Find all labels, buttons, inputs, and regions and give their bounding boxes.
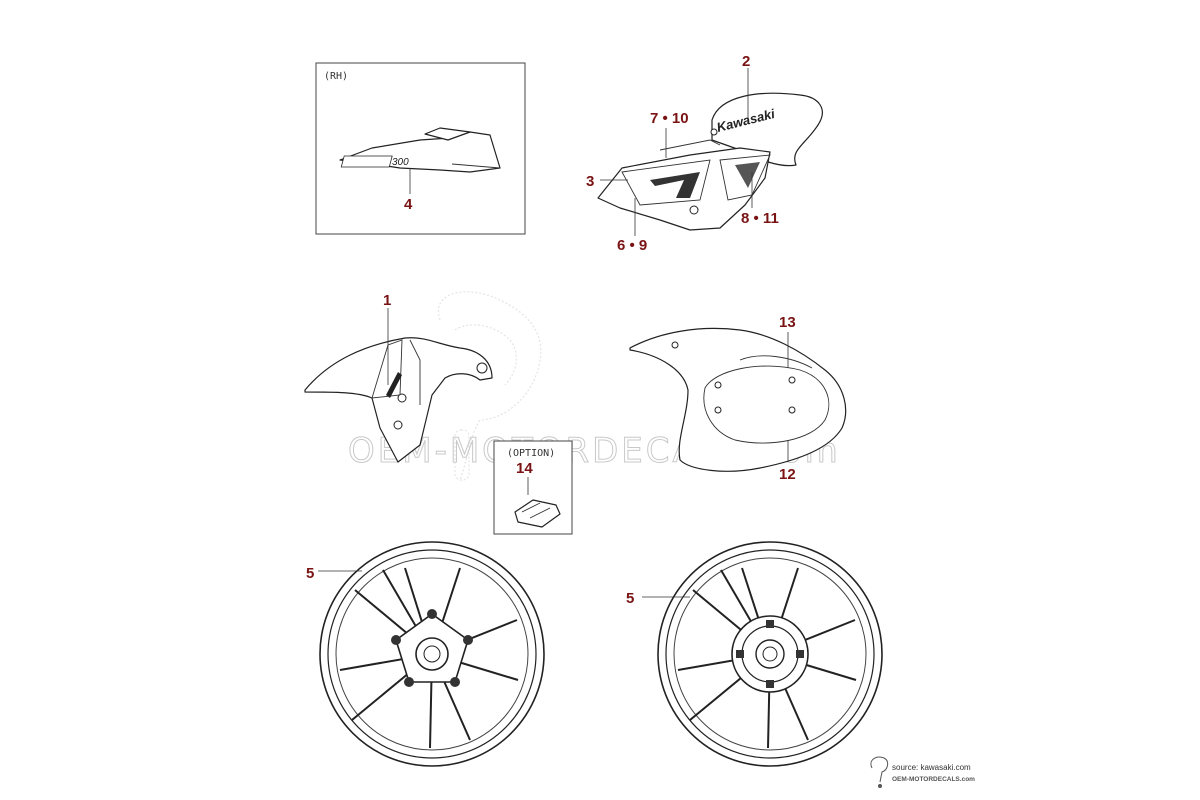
source-line-2: OEM-MOTORDECALS.com (892, 776, 975, 783)
callout-2: 2 (742, 53, 750, 70)
seat-cowl: 13 12 (629, 314, 847, 483)
callout-6-9: 6 • 9 (617, 237, 647, 254)
callout-13: 13 (779, 314, 796, 331)
callout-12: 12 (779, 466, 796, 483)
callout-3: 3 (586, 173, 594, 190)
callout-5-front: 5 (306, 565, 314, 582)
source-line-1: source: kawasaki.com (892, 763, 971, 772)
rear-wheel: 5 (626, 541, 883, 767)
option-bracket (514, 499, 561, 528)
callout-1: 1 (383, 292, 391, 309)
callout-14: 14 (516, 460, 533, 477)
source-logo-icon (870, 756, 889, 788)
callout-8-11: 8 • 11 (741, 210, 779, 227)
rh-panel-box: (RH) 300 4 (315, 62, 526, 235)
option-box: (OPTION) 14 (493, 440, 573, 535)
option-label: (OPTION) (507, 448, 555, 459)
side-cover-rh: 300 (339, 127, 501, 173)
callout-7-10: 7 • 10 (650, 110, 689, 127)
callout-4: 4 (404, 196, 413, 213)
source-credit: source: kawasaki.com OEM-MOTORDECALS.com (870, 756, 975, 788)
tank-shroud-assembly: Kawasaki 2 3 7 • 10 6 • 9 8 • 11 (586, 53, 823, 254)
callout-5-rear: 5 (626, 590, 634, 607)
front-fender: 1 (304, 292, 493, 463)
rh-label: (RH) (324, 71, 348, 82)
model-300-decal: 300 (340, 155, 409, 168)
front-wheel: 5 (306, 541, 545, 767)
model-text: 300 (392, 157, 409, 168)
